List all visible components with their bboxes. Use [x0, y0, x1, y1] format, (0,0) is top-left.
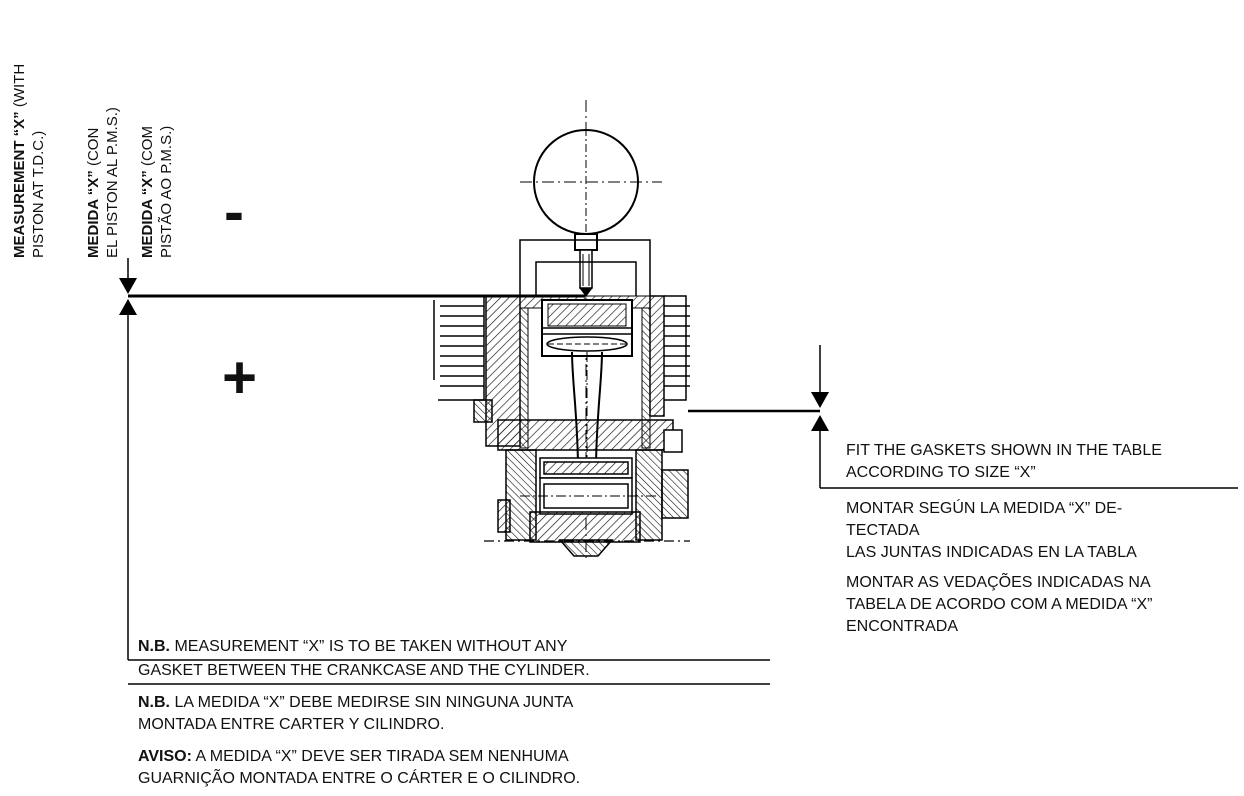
note-spanish: MONTAR SEGÚN LA MEDIDA “X” DE- TECTADA L…: [846, 500, 1137, 561]
cylinder-fins-left: [433, 295, 485, 401]
cylinder-wall-right: [649, 295, 665, 417]
note-english: FIT THE GASKETS SHOWN IN THE TABLE ACCOR…: [846, 442, 1162, 481]
aviso-portuguese: AVISO: A MEDIDA “X” DEVE SER TIRADA SEM …: [138, 748, 581, 787]
up-arrow-icon: [811, 415, 829, 431]
connecting-rod: [560, 351, 614, 471]
plus-sign: +: [222, 344, 258, 411]
nb-spanish: N.B. LA MEDIDA “X” DEBE MEDIRSE SIN NING…: [138, 694, 574, 733]
crankcase: [473, 399, 689, 557]
up-arrow-icon: [119, 299, 137, 315]
down-arrow-icon: [119, 278, 137, 294]
down-arrow-icon: [811, 392, 829, 408]
minus-sign: -: [224, 178, 244, 245]
cylinder-fins-right: [664, 295, 690, 401]
note-portuguese: MONTAR AS VEDAÇÕES INDICADAS NA TABELA D…: [846, 574, 1153, 635]
piston: [541, 299, 633, 357]
nb-english: N.B. MEASUREMENT “X” IS TO BE TAKEN WITH…: [138, 638, 590, 679]
